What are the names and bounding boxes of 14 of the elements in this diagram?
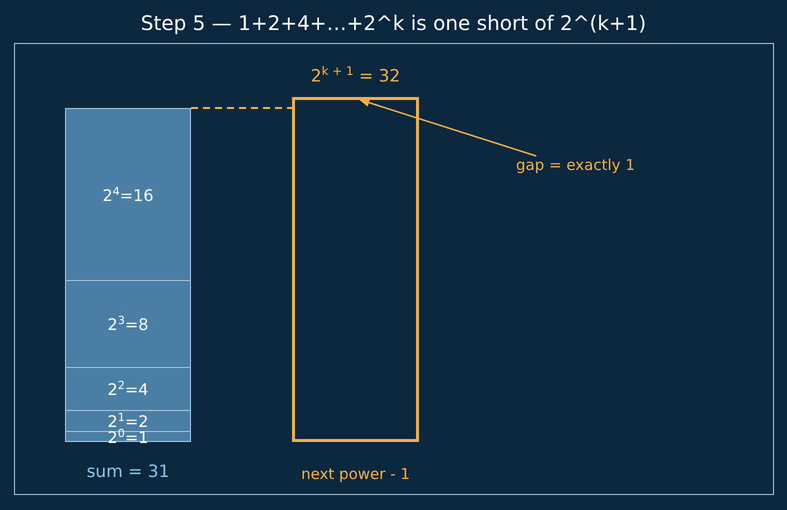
node-label: sum = 31 [86, 462, 170, 482]
segment-label: 2$^{0}$=1 [106, 427, 150, 446]
box-heading: 2$^{k + 1}$ = 32 [310, 64, 402, 87]
segment-label: 2$^{4}$=16 [101, 185, 155, 204]
callout-text: gap = exactly 1 [516, 156, 635, 174]
stack-segment [65, 108, 191, 281]
stack-segment [65, 280, 191, 368]
segment-label: 2$^{2}$=4 [106, 380, 150, 398]
title: Step 5 — 1+2+4+…+2^k is one short of 2^(k+1) [140, 11, 648, 35]
segment-label: 2$^{3}$=8 [106, 314, 150, 334]
leader-arrow [358, 98, 536, 157]
dashed-guide-line [191, 107, 292, 110]
node-label: next power - 1 [300, 465, 411, 483]
stack-segment [65, 367, 191, 411]
